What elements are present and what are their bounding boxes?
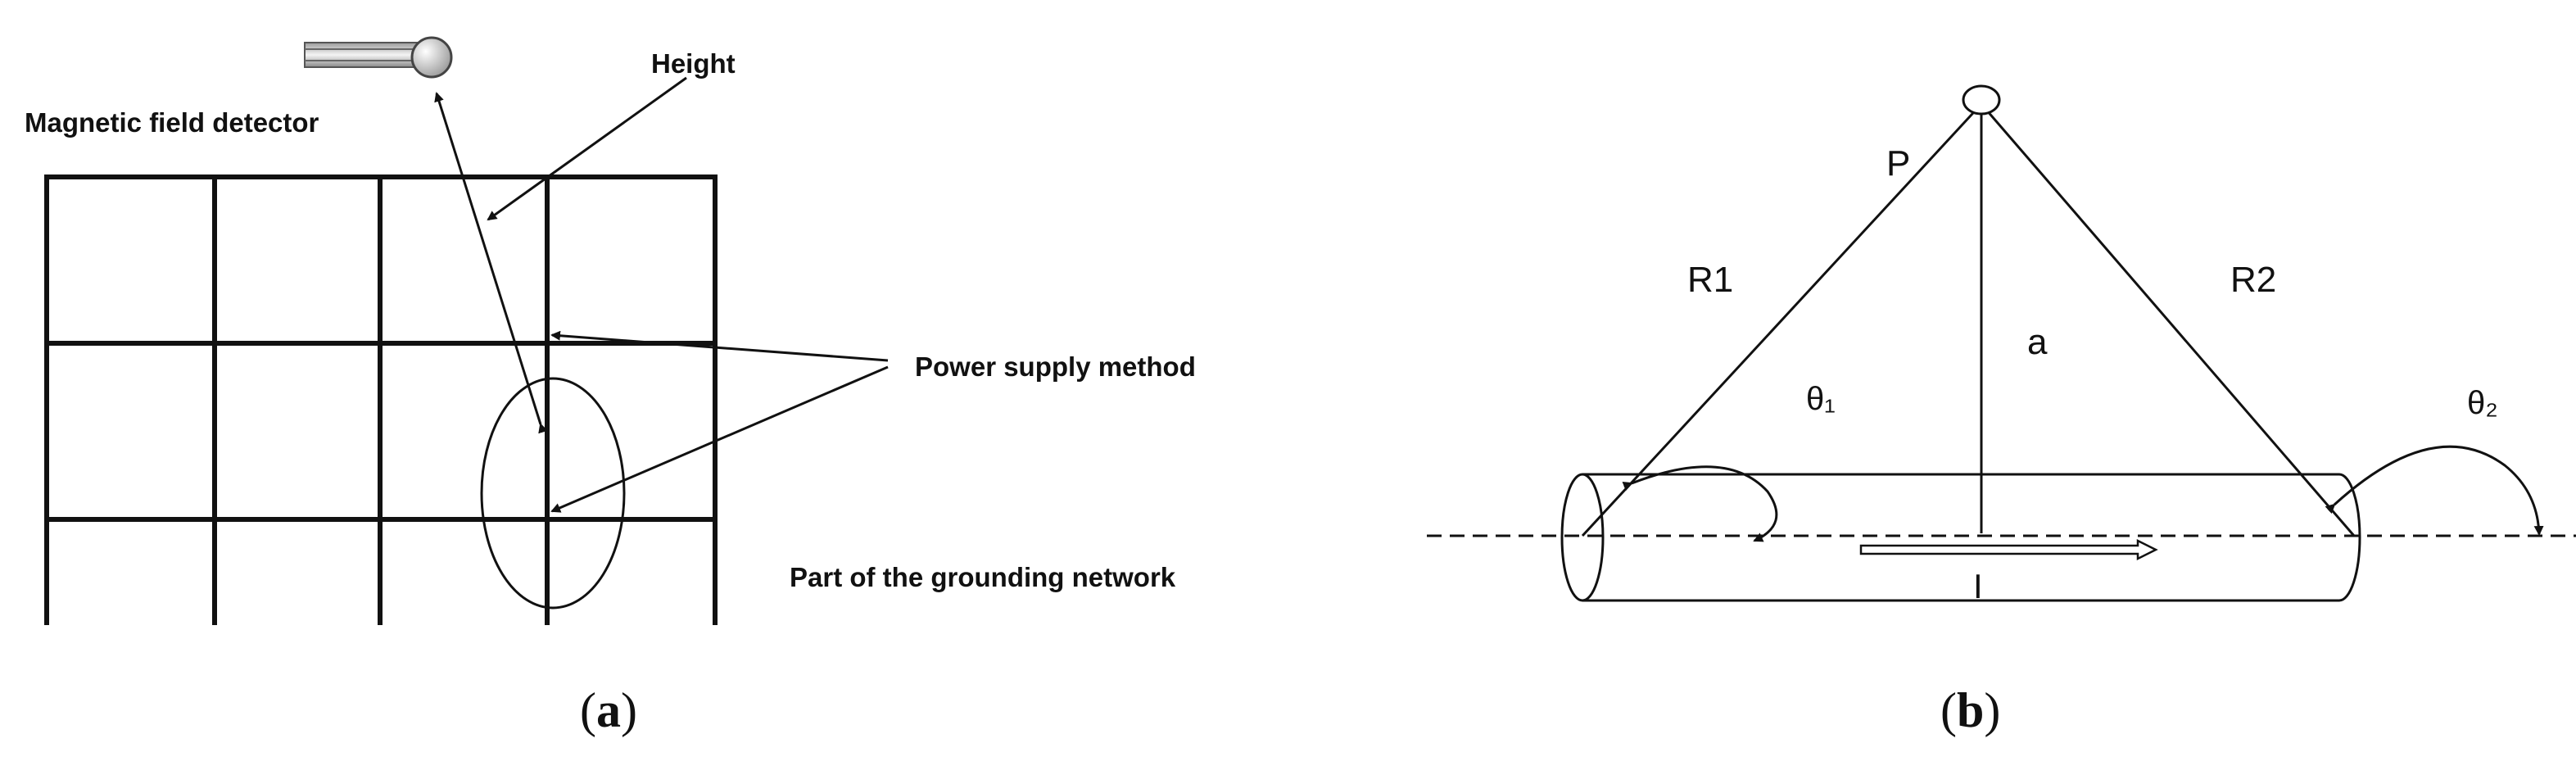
panel-b: P R1 R2 a θ₁ θ₂ I (b) [1427,84,2576,737]
current-arrow [1859,538,2158,561]
power-arrow-lower [550,365,889,513]
theta2-arc [2325,445,2544,536]
theta2-label: θ₂ [2467,385,2498,421]
detector-label: Magnetic field detector [25,107,319,138]
distance-a-label: a [2027,322,2048,362]
panel-a: Magnetic field detector Height Power sup… [25,36,1196,737]
caption-b: (b) [1940,683,2000,737]
point-p-label: P [1886,143,1910,184]
detector-probe-icon [304,36,453,79]
r2-label: R2 [2230,260,2276,300]
distance-lines [1581,102,2356,537]
conductor-cylinder [1560,473,2361,602]
grounding-part-ellipse [480,377,626,610]
height-label: Height [651,48,736,79]
height-pointer-arrow [487,76,687,221]
theta1-label: θ₁ [1806,381,1836,417]
power-supply-label: Power supply method [915,351,1196,382]
grounding-grid [44,174,718,625]
r1-label: R1 [1687,260,1733,300]
caption-a: (a) [580,683,637,737]
grounding-part-label: Part of the grounding network [790,562,1176,592]
height-arrow [434,92,548,434]
current-label: I [1973,567,1983,605]
power-arrow-upper [550,330,889,362]
theta1-arc [1622,465,1778,542]
point-p-marker [1962,84,2001,116]
